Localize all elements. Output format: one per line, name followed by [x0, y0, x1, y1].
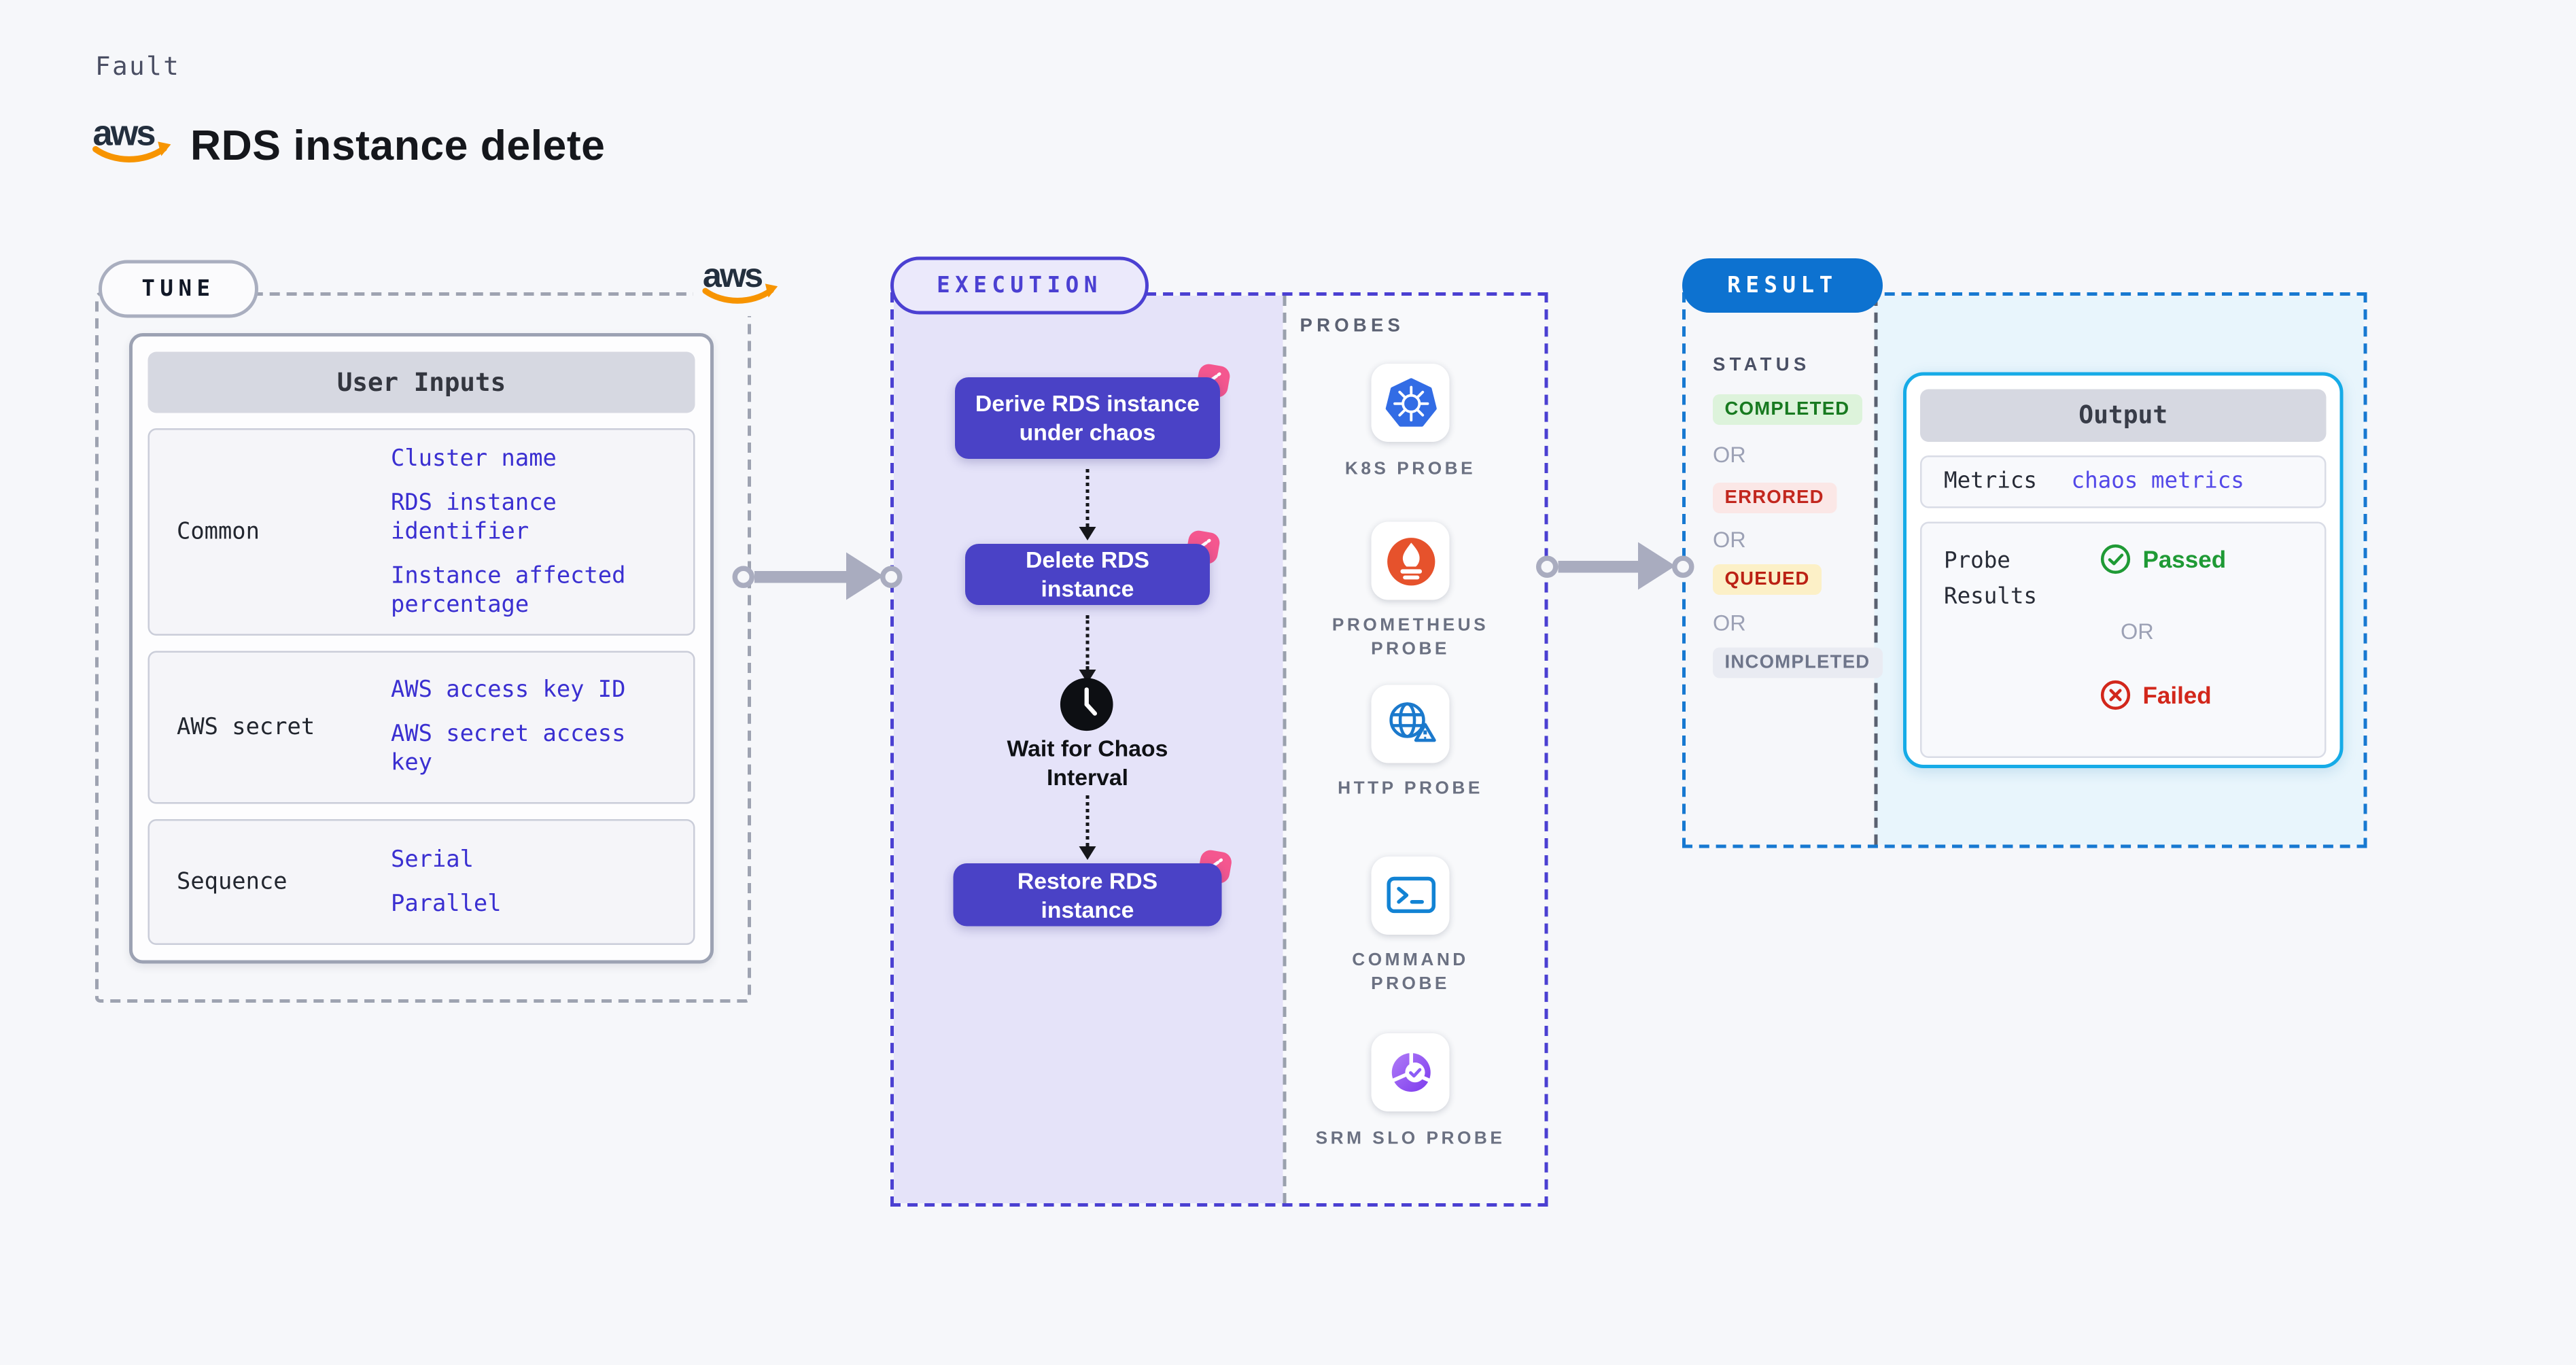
flow-connector [1077, 469, 1098, 540]
probe-card-prometheus [1371, 521, 1450, 600]
flow-connector [1077, 795, 1098, 860]
flow-arrow-tune-to-execution [732, 551, 903, 602]
svg-text:aws: aws [93, 114, 155, 153]
metrics-label: Metrics [1944, 469, 2037, 495]
execution-section: Derive RDS instance under chaos Delete R… [890, 292, 1548, 1207]
row-label: AWS secret [177, 714, 315, 741]
probe-results-row: Probe Results Passed OR Failed [1920, 521, 2327, 758]
table-row-aws-secret: AWS secret AWS access key ID AWS secret … [147, 651, 695, 804]
probe-results-label: Probe Results [1944, 549, 2037, 610]
probe-card-k8s [1371, 364, 1450, 442]
arrow-end-dot [880, 565, 903, 587]
user-inputs-table: User Inputs Common Cluster name RDS inst… [129, 333, 714, 964]
step-restore-rds: Restore RDS instance [953, 850, 1232, 927]
arrow-start-dot [1536, 555, 1559, 577]
arrow-head [1638, 542, 1675, 590]
probe-card-http [1371, 685, 1450, 763]
connector-arrowhead [1079, 846, 1096, 860]
probe-result-passed: Passed [2100, 544, 2226, 574]
probe-card-srm-slo [1371, 1033, 1450, 1111]
result-section: STATUS COMPLETED OR ERRORED OR QUEUED OR… [1682, 292, 2367, 848]
result-divider [1874, 296, 1878, 845]
arrow-end-dot [1672, 555, 1694, 577]
probe-label-command: COMMAND PROBE [1352, 950, 1469, 995]
failed-label: Failed [2142, 681, 2212, 709]
passed-label: Passed [2142, 545, 2227, 573]
table-row-sequence: Sequence Serial Parallel [147, 819, 695, 945]
status-badge-errored: ERRORED [1713, 483, 1837, 513]
or-label: OR [1713, 527, 1746, 553]
probe-label-k8s: K8S PROBE [1344, 459, 1476, 479]
row-values: Cluster name RDS instance identifier Ins… [391, 445, 663, 620]
row-label: Sequence [177, 868, 288, 896]
aws-corner-logo: aws [693, 245, 788, 316]
aws-logo-icon: aws [92, 114, 171, 162]
arrow-shaft [1558, 559, 1638, 572]
arrow-start-dot [732, 565, 754, 587]
tune-pill: TUNE [99, 260, 258, 318]
fault-kind-label: Fault [95, 51, 181, 82]
value-item: Cluster name [391, 444, 557, 472]
row-values: AWS access key ID AWS secret access key [391, 676, 663, 778]
row-values: Serial Parallel [391, 846, 663, 919]
status-badge-incompleted: INCOMPLETED [1713, 647, 1882, 678]
probe-result-failed: Failed [2100, 680, 2212, 710]
row-label: Common [177, 518, 260, 546]
arrow-head [846, 552, 884, 600]
value-item: Serial [391, 845, 474, 873]
step-label: Restore RDS instance [953, 863, 1222, 927]
metrics-value-link: chaos metrics [2071, 469, 2244, 495]
http-globe-icon [1389, 701, 1435, 742]
clock-icon [1060, 678, 1113, 731]
status-title: STATUS [1713, 355, 1811, 376]
table-row-common: Common Cluster name RDS instance identif… [147, 428, 695, 636]
connector-arrowhead [1079, 527, 1096, 540]
slo-donut-icon [1390, 1050, 1431, 1091]
probe-card-command [1371, 857, 1450, 935]
execution-pill: EXECUTION [890, 256, 1149, 315]
prometheus-icon [1386, 536, 1435, 585]
terminal-icon [1386, 876, 1435, 912]
check-circle-icon [2100, 544, 2131, 574]
output-title: Output [1920, 389, 2327, 442]
result-pill: RESULT [1682, 258, 1883, 313]
aws-logo-icon: aws [702, 256, 778, 304]
value-item: AWS access key ID [391, 676, 626, 704]
step-delete-rds: Delete RDS instance [965, 530, 1220, 605]
value-item: AWS secret access key [391, 721, 626, 777]
value-item: Instance affected percentage [391, 561, 626, 618]
wait-chaos-interval-label: Wait for Chaos Interval [1007, 736, 1168, 791]
tune-section [95, 292, 751, 1003]
flow-arrow-execution-to-result [1536, 540, 1694, 591]
metrics-row: Metrics chaos metrics [1920, 455, 2327, 508]
status-badge-queued: QUEUED [1713, 564, 1822, 595]
probe-label-prometheus: PROMETHEUS PROBE [1331, 615, 1489, 659]
status-badge-completed: COMPLETED [1713, 394, 1862, 425]
probe-label-srm-slo: SRM SLO PROBE [1315, 1128, 1505, 1149]
value-item: RDS instance identifier [391, 488, 557, 545]
step-derive-rds: Derive RDS instance under chaos [955, 364, 1230, 459]
step-label: Derive RDS instance under chaos [955, 377, 1220, 459]
user-inputs-title: User Inputs [147, 351, 695, 413]
aws-logo: aws [90, 112, 175, 167]
svg-text:aws: aws [703, 256, 762, 294]
or-label: OR [1713, 610, 1746, 636]
output-card: Output Metrics chaos metrics Probe Resul… [1903, 372, 2344, 768]
value-item: Parallel [391, 889, 502, 917]
x-circle-icon [2100, 680, 2131, 710]
flow-connector [1077, 615, 1098, 683]
page-title: RDS instance delete [190, 122, 606, 170]
or-label: OR [2121, 619, 2154, 644]
kubernetes-icon [1385, 377, 1436, 426]
probe-label-http: HTTP PROBE [1338, 778, 1483, 799]
step-label: Delete RDS instance [965, 544, 1210, 605]
or-label: OR [1713, 442, 1746, 468]
probes-title: PROBES [1300, 316, 1405, 336]
arrow-shaft [754, 570, 846, 583]
